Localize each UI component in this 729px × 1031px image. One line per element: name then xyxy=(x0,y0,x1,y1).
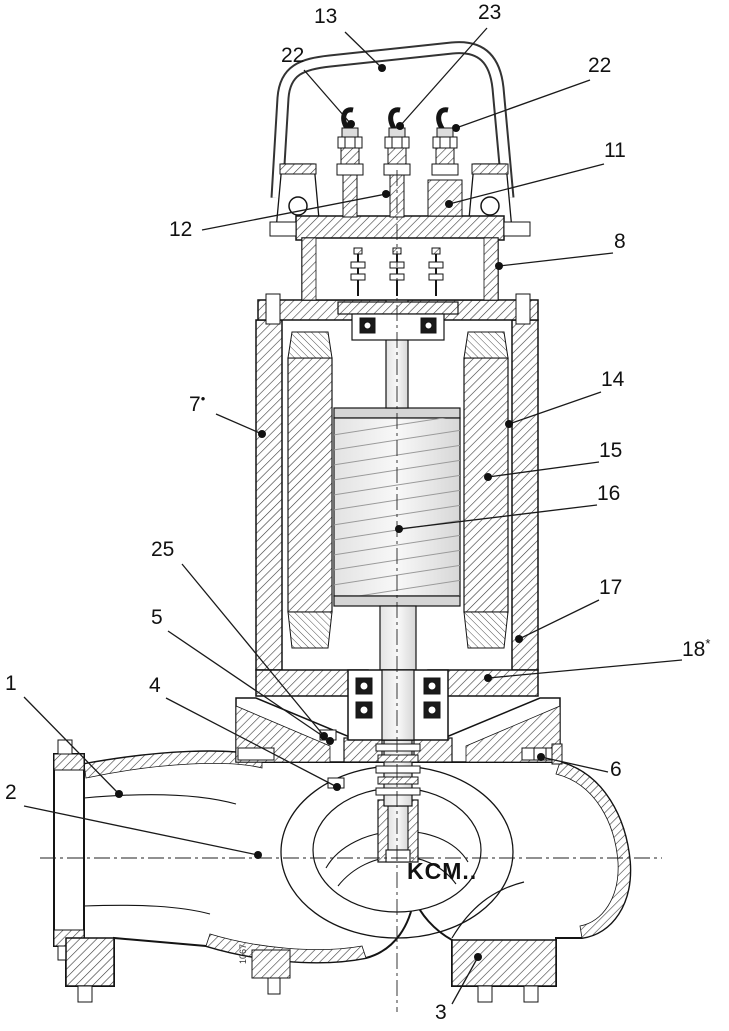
carrying-handle xyxy=(270,41,515,199)
callout-4: 4 xyxy=(149,674,161,697)
callout-2: 2 xyxy=(5,781,17,804)
leader-lines xyxy=(23,27,683,1005)
upper-bearing xyxy=(337,301,459,341)
callout-17: 17 xyxy=(599,576,623,599)
callout-7: 7• xyxy=(189,391,206,416)
junction-box xyxy=(269,215,531,301)
callout-3: 3 xyxy=(435,1001,447,1024)
callout-18: 18* xyxy=(682,636,711,661)
callout-5: 5 xyxy=(151,606,163,629)
callout-11: 11 xyxy=(604,139,626,162)
cable-glands xyxy=(336,107,463,218)
mounting-feet xyxy=(65,937,557,1003)
stator xyxy=(287,331,509,649)
lower-bearing xyxy=(347,669,449,741)
callout-25: 25 xyxy=(151,538,175,561)
drawing-number-text: 1067 xyxy=(238,944,248,964)
rotor xyxy=(333,407,461,607)
callout-15: 15 xyxy=(599,439,623,462)
callout-6: 6 xyxy=(610,758,622,781)
callout-1: 1 xyxy=(5,672,17,695)
callout-13: 13 xyxy=(314,5,338,28)
discharge-flange xyxy=(53,739,85,961)
model-label: KCM.. xyxy=(407,858,478,884)
centerlines xyxy=(40,170,662,1012)
callout-14: 14 xyxy=(601,368,625,391)
callout-22-right: 22 xyxy=(588,54,612,77)
callout-12: 12 xyxy=(169,218,193,241)
callout-22-left: 22 xyxy=(281,44,305,67)
seal-chamber-adapter xyxy=(235,697,563,807)
callout-23: 23 xyxy=(478,1,502,24)
leader-dots xyxy=(115,64,545,961)
callout-8: 8 xyxy=(614,230,626,253)
callout-16: 16 xyxy=(597,482,621,505)
